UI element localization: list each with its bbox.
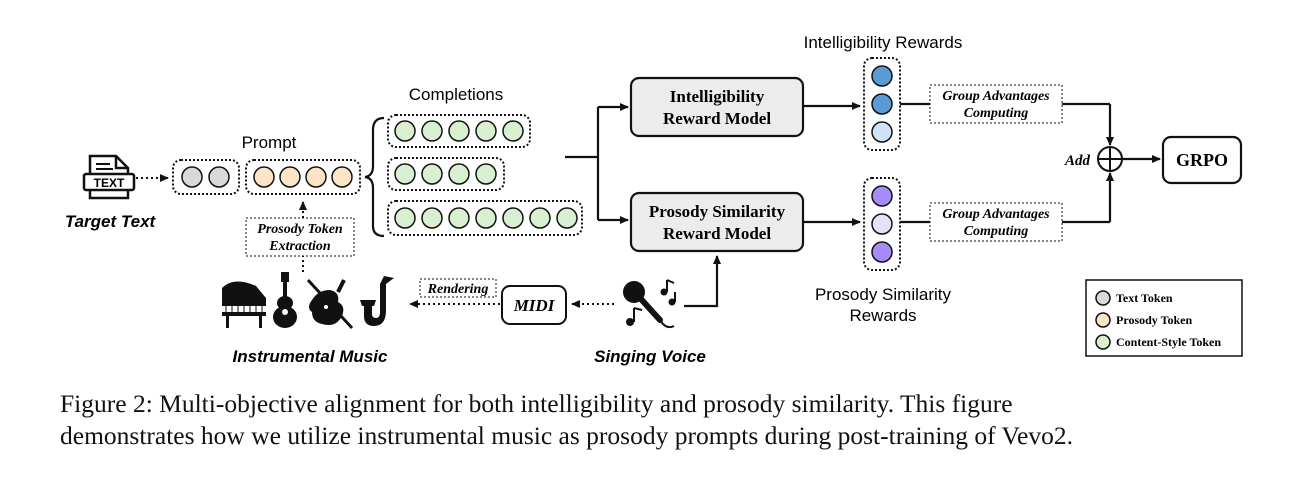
group-advantages-box-1 xyxy=(929,84,1063,124)
group-adv-2-line1: Group Advantages xyxy=(942,207,1050,222)
prosody-token xyxy=(279,166,301,188)
rendering-box xyxy=(419,278,497,298)
legend xyxy=(1085,279,1243,357)
prosody-rewards-label-2: Rewards xyxy=(849,306,916,325)
piano-icon xyxy=(222,281,266,328)
intelligibility-reward xyxy=(871,93,893,115)
target-text-label: Target Text xyxy=(65,212,157,231)
content-token xyxy=(529,207,551,229)
alignment-diagram: TEXT Target Text Prompt Prosody Token Ex… xyxy=(65,33,1243,366)
content-token xyxy=(421,120,443,142)
grpo-box xyxy=(1161,135,1243,185)
microphone-icon xyxy=(623,281,675,329)
completions-label: Completions xyxy=(409,85,504,104)
text-token xyxy=(208,166,230,188)
caption-line-2: demonstrates how we utilize instrumental… xyxy=(60,421,1074,450)
content-token xyxy=(502,120,524,142)
grpo-label: GRPO xyxy=(1176,150,1228,170)
content-token xyxy=(448,163,470,185)
figure-caption: Figure 2: Multi-objective alignment for … xyxy=(60,388,1250,452)
text-token xyxy=(181,166,203,188)
midi-label: MIDI xyxy=(513,296,556,315)
caption-line-1: Figure 2: Multi-objective alignment for … xyxy=(60,389,1013,418)
singing-voice-label: Singing Voice xyxy=(594,347,706,366)
content-token xyxy=(448,120,470,142)
content-token xyxy=(475,207,497,229)
content-token xyxy=(421,163,443,185)
completions-brace xyxy=(364,116,385,238)
prompt-label: Prompt xyxy=(242,133,297,152)
text-icon-label: TEXT xyxy=(94,176,125,190)
instrumental-music-label: Instrumental Music xyxy=(233,347,388,366)
content-token xyxy=(394,120,416,142)
group-advantages-box-2 xyxy=(929,202,1063,242)
music-notes-icon xyxy=(626,279,676,326)
legend-label-content-token: Content-Style Token xyxy=(1116,335,1221,349)
legend-label-prosody-token: Prosody Token xyxy=(1116,313,1192,327)
completion-2 xyxy=(387,157,505,191)
completion-3-tokens xyxy=(394,207,578,229)
group-adv-1-line2: Computing xyxy=(964,106,1029,121)
violin-icon xyxy=(306,278,354,330)
prosody-rewards-group xyxy=(863,177,901,271)
prosody-reward xyxy=(871,241,893,263)
legend-swatch-content-token xyxy=(1095,334,1111,350)
completion-2-tokens xyxy=(394,163,497,185)
text-token-group xyxy=(172,159,240,195)
prosody-model-line1: Prosody Similarity xyxy=(649,202,786,221)
prosody-model-line2: Reward Model xyxy=(663,224,771,243)
prosody-token-group xyxy=(245,159,361,195)
intelligibility-reward xyxy=(871,65,893,87)
legend-swatch-text-token xyxy=(1095,290,1111,306)
content-token xyxy=(502,207,524,229)
prosody-reward xyxy=(871,213,893,235)
prosody-token xyxy=(253,166,275,188)
content-token xyxy=(394,163,416,185)
group-adv-2-line2: Computing xyxy=(964,224,1029,239)
intelligibility-reward xyxy=(871,121,893,143)
rendering-label: Rendering xyxy=(427,282,489,297)
saxophone-icon xyxy=(360,276,394,326)
guitar-icon xyxy=(273,272,297,328)
add-label: Add xyxy=(1064,153,1091,169)
prosody-extraction-line1: Prosody Token xyxy=(257,222,343,237)
prosody-extraction-line2: Extraction xyxy=(268,239,331,254)
completion-1 xyxy=(387,114,531,148)
group-adv-1-line1: Group Advantages xyxy=(942,89,1050,104)
content-token xyxy=(475,163,497,185)
completion-3 xyxy=(387,200,583,236)
content-token xyxy=(475,120,497,142)
prosody-token xyxy=(305,166,327,188)
text-document-icon xyxy=(82,154,136,200)
midi-box xyxy=(501,285,567,325)
intelligibility-model-line1: Intelligibility xyxy=(670,87,765,106)
intelligibility-model-line2: Reward Model xyxy=(663,109,771,128)
content-token xyxy=(448,207,470,229)
content-token xyxy=(421,207,443,229)
add-operator-icon xyxy=(1097,146,1123,172)
content-token xyxy=(394,207,416,229)
content-token xyxy=(556,207,578,229)
legend-label-text-token: Text Token xyxy=(1116,291,1173,305)
intelligibility-rewards-label: Intelligibility Rewards xyxy=(804,33,963,52)
prosody-reward xyxy=(871,185,893,207)
prosody-token-extraction-box xyxy=(245,217,355,257)
prosody-token xyxy=(331,166,353,188)
legend-swatch-prosody-token xyxy=(1095,312,1111,328)
intelligibility-rewards-group xyxy=(863,57,901,151)
completion-1-tokens xyxy=(394,120,524,142)
prosody-rewards-label-1: Prosody Similarity xyxy=(815,285,952,304)
